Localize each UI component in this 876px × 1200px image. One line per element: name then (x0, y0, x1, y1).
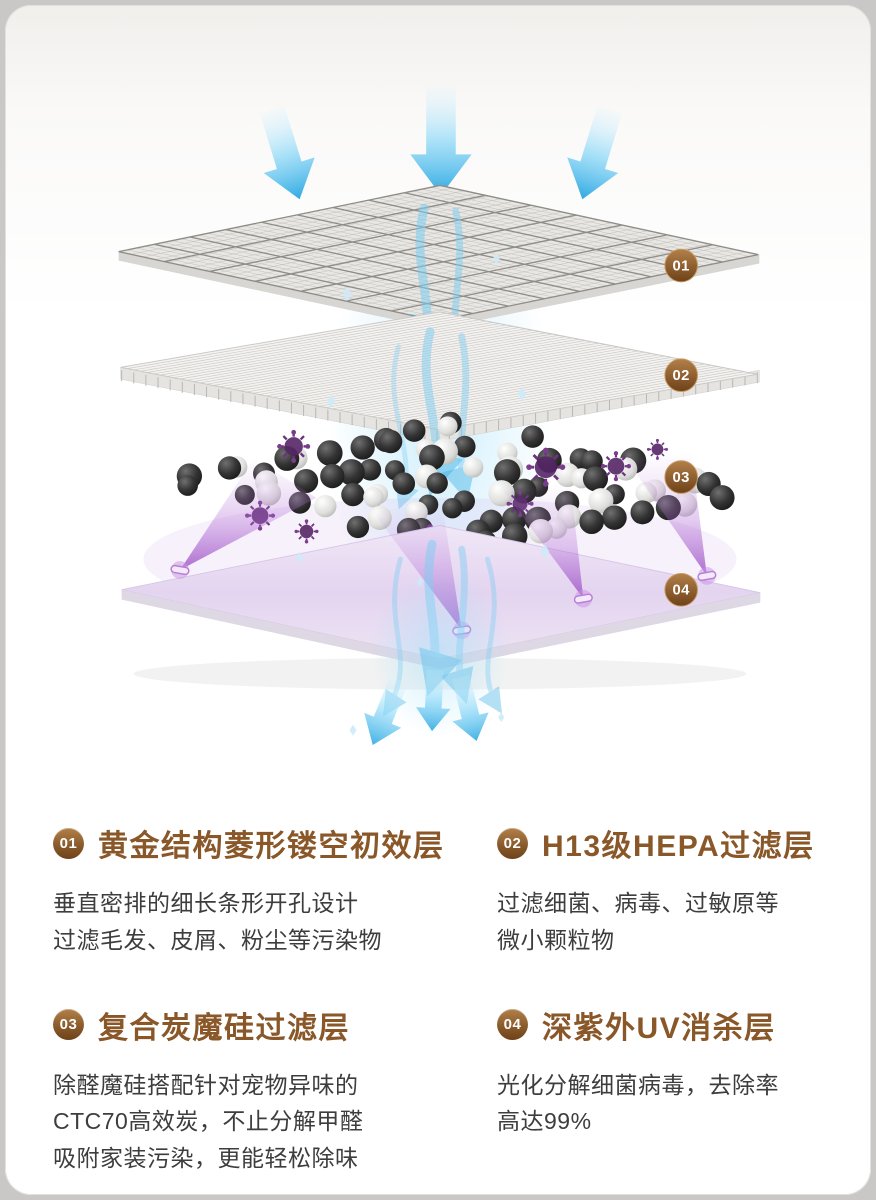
feature-badge-01: 01 (53, 827, 84, 859)
feature-body-03: 除醛魔硅搭配针对宠物异味的 CTC70高效炭，不止分解甲醛 吸附家装污染，更能轻… (53, 1071, 364, 1172)
feature-title-01: 黄金结构菱形镂空初效层 (98, 830, 445, 863)
feature-title-02: H13级HEPA过滤层 (542, 830, 815, 863)
feature-badge-03: 03 (53, 1009, 84, 1041)
layer-badge-label-04: 04 (672, 583, 690, 599)
layer-badge-label-03: 03 (672, 470, 689, 486)
layer-badge-02 (664, 358, 698, 393)
feature-body-04: 光化分解细菌病毒，去除率 高达99% (497, 1071, 779, 1135)
layer-badge-label-01: 01 (672, 258, 689, 274)
feature-sections: 01 黄金结构菱形镂空初效层 垂直密排的细长条形开孔设计 过滤毛发、皮屑、粉尘等… (5, 787, 871, 1177)
feature-section-03: 03 复合炭魔硅过滤层 除醛魔硅搭配针对宠物异味的 CTC70高效炭，不止分解甲… (53, 1003, 497, 1177)
layer-badges: 01 02 03 04 (664, 248, 698, 607)
feature-badge-04: 04 (497, 1009, 528, 1041)
layer-badge-label-02: 02 (672, 368, 689, 384)
poster-card: 01 02 03 04 01 黄金结构菱形镂空初效层 垂直密排的细长条形开孔设计… (5, 5, 871, 1195)
feature-section-01: 01 黄金结构菱形镂空初效层 垂直密排的细长条形开孔设计 过滤毛发、皮屑、粉尘等… (53, 821, 497, 959)
layer-badge-03 (664, 460, 698, 494)
airflow-glow-lower (370, 569, 510, 738)
layer-badge-01 (664, 248, 698, 283)
feature-body-02: 过滤细菌、病毒、过敏原等 微小颗粒物 (497, 890, 779, 953)
feature-section-04: 04 深紫外UV消杀层 光化分解细菌病毒，去除率 高达99% (497, 1003, 831, 1177)
feature-badge-02: 02 (497, 827, 528, 859)
filter-panel-01 (119, 185, 760, 328)
layer-badge-04 (664, 572, 698, 607)
exploded-filter-diagram: 01 02 03 04 (5, 87, 871, 753)
feature-title-04: 深紫外UV消杀层 (542, 1011, 776, 1045)
feature-section-02: 02 H13级HEPA过滤层 过滤细菌、病毒、过敏原等 微小颗粒物 (497, 821, 831, 959)
feature-body-01: 垂直密排的细长条形开孔设计 过滤毛发、皮屑、粉尘等污染物 (53, 890, 382, 953)
feature-title-03: 复合炭魔硅过滤层 (98, 1011, 350, 1045)
